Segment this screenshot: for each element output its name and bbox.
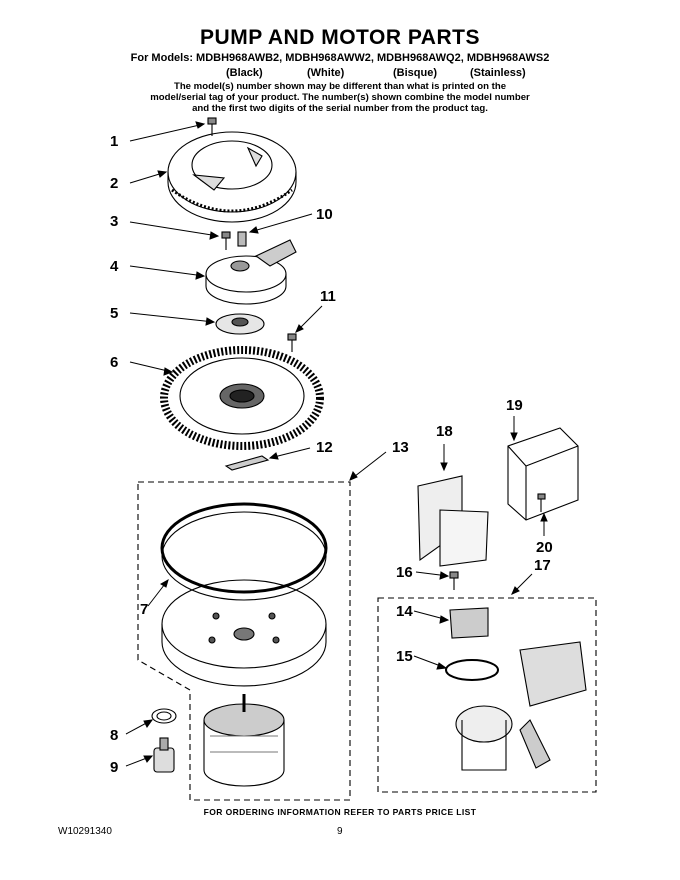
callout-4: 4	[110, 258, 119, 275]
callout-16: 16	[396, 564, 413, 581]
model-list: For Models: MDBH968AWB2, MDBH968AWW2, MD…	[130, 52, 550, 64]
part-11-screw	[287, 333, 297, 352]
part-4-pump-housing	[205, 239, 297, 305]
callout-8: 8	[110, 727, 118, 744]
page-title: PUMP AND MOTOR PARTS	[200, 26, 480, 49]
part-6-chopper-assembly	[160, 346, 324, 450]
callout-20: 20	[536, 539, 553, 556]
color-stainless: (Stainless)	[470, 67, 526, 79]
callout-7: 7	[140, 601, 148, 618]
callout-15: 15	[396, 648, 413, 665]
callout-18: 18	[436, 423, 453, 440]
callout-11: 11	[320, 288, 336, 305]
part-12-seal	[224, 455, 270, 471]
part-3-screw	[221, 231, 231, 250]
ordering-info: FOR ORDERING INFORMATION REFER TO PARTS …	[203, 807, 477, 817]
part-19-cover	[507, 427, 579, 521]
part-17-drain-pump	[455, 641, 587, 771]
callout-14: 14	[396, 603, 413, 620]
part-2-filter-housing	[167, 131, 297, 223]
callout-6: 6	[110, 354, 118, 371]
callout-2: 2	[110, 175, 118, 192]
color-black: (Black)	[226, 67, 263, 79]
color-white: (White)	[307, 67, 345, 79]
model-number-note: The model(s) number shown may be differe…	[150, 81, 530, 114]
part-20-screw	[537, 493, 546, 512]
part-15-gasket	[445, 659, 499, 681]
document-number: W10291340	[58, 826, 112, 837]
part-9-fitting	[153, 737, 175, 773]
part-16-screw	[449, 571, 459, 590]
page-number: 9	[337, 826, 343, 837]
part-13-sump-assembly	[161, 579, 327, 687]
callout-17: 17	[534, 557, 551, 574]
motor-assembly	[203, 694, 285, 787]
part-7-seal-ring	[160, 502, 328, 601]
callout-13: 13	[392, 439, 409, 456]
callout-19: 19	[506, 397, 523, 414]
part-5-impeller	[215, 313, 265, 335]
part-8-o-ring	[151, 708, 177, 724]
part-18-motor-bracket	[417, 475, 489, 567]
color-bisque: (Bisque)	[393, 67, 437, 79]
part-10-stem	[237, 231, 247, 247]
part-14-coupling	[449, 607, 489, 639]
callout-12: 12	[316, 439, 333, 456]
callout-10: 10	[316, 206, 333, 223]
part-1-screw	[207, 117, 217, 136]
callout-1: 1	[110, 133, 118, 150]
callout-9: 9	[110, 759, 118, 776]
callout-3: 3	[110, 213, 118, 230]
callout-5: 5	[110, 305, 118, 322]
